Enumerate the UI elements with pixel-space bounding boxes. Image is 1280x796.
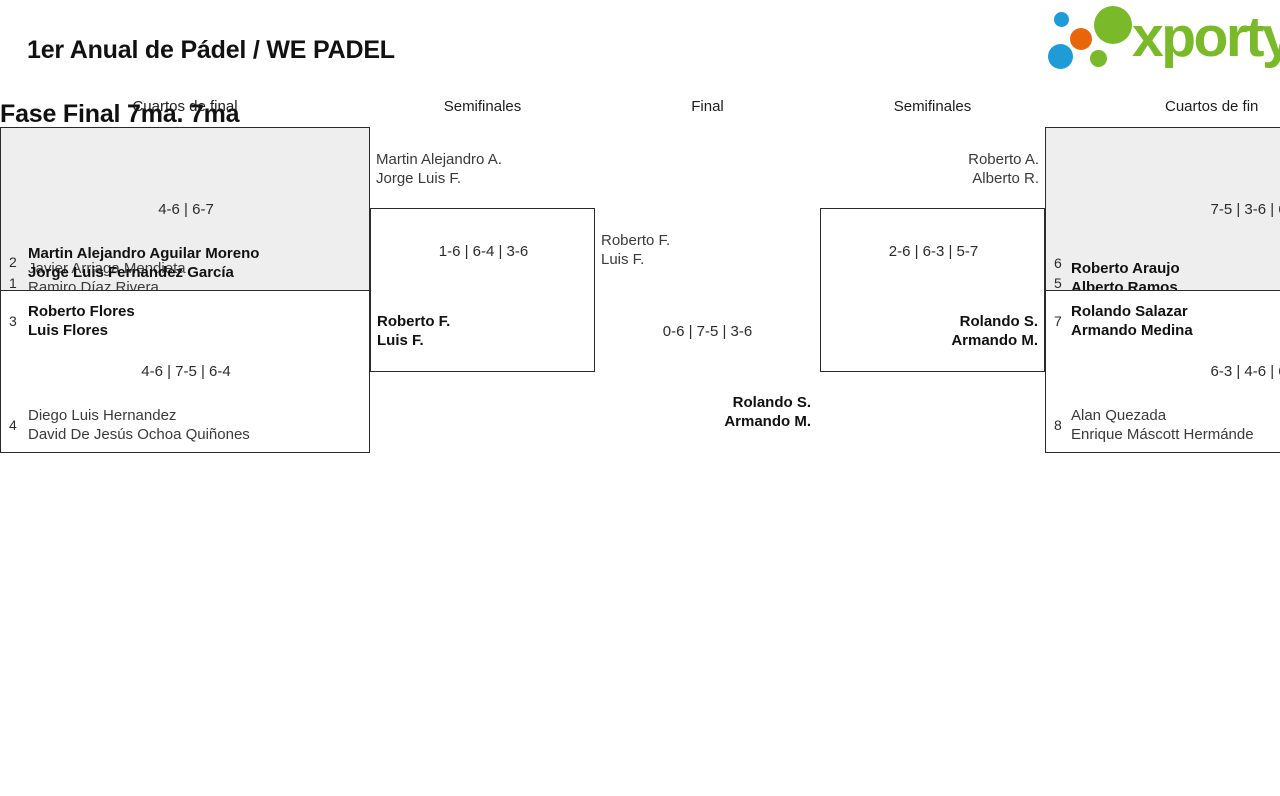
player-name-1: Roberto Flores [28,303,135,320]
player-name-1: Rolando S. [732,394,811,411]
match-score: 4-6 | 7-5 | 6-4 [141,363,231,380]
team-slot-bottom[interactable]: Rolando S. Armando M. [821,312,1038,350]
logo-wordmark: xporty [1132,5,1280,69]
team-slot-top[interactable]: Rolando Salazar Armando Medina [1071,302,1193,340]
player-name-2: Armando M. [951,332,1038,349]
player-name-1: Martin Alejandro A. [376,151,502,168]
logo-dot-orange-icon [1070,28,1092,50]
player-name-1: Roberto Araujo [1071,260,1180,277]
seed-number: 6 [1054,255,1062,271]
round-header-semifinals-right: Semifinales [893,98,972,115]
team-slot-top[interactable]: Roberto Flores Luis Flores [28,302,135,340]
seed-number: 4 [9,417,17,433]
player-name-1: Roberto A. [968,151,1039,168]
match-box-quarterfinal-2[interactable]: 3 Roberto Flores Luis Flores 4-6 | 7-5 |… [0,290,370,453]
logo-dot-green-large-icon [1094,6,1132,44]
logo-dot-green-small-icon [1090,50,1107,67]
player-name-2: Enrique Máscott Hermánde [1071,426,1254,443]
logo-dot-blue-top-icon [1054,12,1069,27]
match-score: 6-3 | 4-6 | 6-1 [1210,363,1280,380]
round-header-semifinals-left: Semifinales [443,98,522,115]
page-title: 1er Anual de Pádel / WE PADEL Fase Final… [0,2,395,194]
seed-number: 8 [1054,417,1062,433]
match-box-semifinal-right[interactable]: 2-6 | 6-3 | 5-7 Rolando S. Armando M. [820,208,1045,372]
team-slot-bottom[interactable]: Alan Quezada Enrique Máscott Hermánde [1071,406,1254,444]
match-score: 7-5 | 3-6 | 6-2 [1210,201,1280,218]
player-name-1: Roberto F. [601,232,671,249]
team-slot-bottom[interactable]: Martin Alejandro Aguilar Moreno Jorge Lu… [28,244,259,282]
round-header-final: Final [691,98,724,115]
seed-number: 3 [9,313,17,329]
page-header: 1er Anual de Pádel / WE PADEL Fase Final… [0,0,1280,128]
player-name-1: Diego Luis Hernandez [28,407,177,424]
player-name-1: Martin Alejandro Aguilar Moreno [28,245,260,262]
player-name-2: Jorge Luis Fernandez García [28,264,234,281]
round-header-quarterfinals-right: Cuartos de fin [1165,98,1259,115]
player-name-2: Armando Medina [1071,322,1193,339]
match-score: 4-6 | 6-7 [158,201,214,218]
seed-number: 5 [1054,275,1062,291]
seed-number: 2 [9,254,17,270]
xporty-logo[interactable]: xporty [1048,4,1280,70]
team-slot-bottom[interactable]: Diego Luis Hernandez David De Jesús Ocho… [28,406,250,444]
player-name-2: David De Jesús Ochoa Quiñones [28,426,250,443]
team-slot-champion[interactable]: Rolando S. Armando M. [611,393,811,431]
match-box-semifinal-left[interactable]: 1-6 | 6-4 | 3-6 Roberto F. Luis F. [370,208,595,372]
player-name-1: Roberto F. [377,313,451,330]
match-score: 2-6 | 6-3 | 5-7 [888,243,979,260]
player-name-2: Luis F. [377,332,424,349]
player-name-1: Rolando Salazar [1071,303,1188,320]
title-line-1: 1er Anual de Pádel / WE PADEL [26,36,395,64]
player-name-2: Armando M. [724,413,811,430]
team-slot-semifinal-left-top[interactable]: Martin Alejandro A. Jorge Luis F. [376,150,502,188]
round-header-quarterfinals-left: Cuartos de final [132,98,238,115]
match-box-quarterfinal-7[interactable]: 7 Rolando Salazar Armando Medina 6-3 | 4… [1045,290,1280,453]
seed-number: 7 [1054,313,1062,329]
seed-number: 1 [9,275,17,291]
player-name-1: Rolando S. [959,313,1038,330]
title-line-2: Fase Final 7ma. 7ma [0,100,240,128]
match-score: 1-6 | 6-4 | 3-6 [438,243,529,260]
match-box-quarterfinal-1[interactable]: 1 Javier Arriaga Mendieta Ramiro Díaz Ri… [0,127,370,296]
team-slot-bottom[interactable]: Roberto F. Luis F. [377,312,450,350]
team-slot-final-left[interactable]: Roberto F. Luis F. [601,231,670,269]
team-slot-semifinal-right-top[interactable]: Roberto A. Alberto R. [820,150,1039,188]
player-name-2: Alberto R. [972,170,1039,187]
player-name-1: Alan Quezada [1071,407,1167,424]
player-name-2: Luis F. [601,251,645,268]
match-box-quarterfinal-5[interactable]: 5 Roberto Araujo Alberto Ramos 7-5 | 3-6… [1045,127,1280,296]
player-name-2: Luis Flores [28,322,109,339]
player-name-1: Javier Arriaga Mendieta [28,260,186,277]
logo-dot-blue-bottom-icon [1048,44,1073,69]
player-name-2: Jorge Luis F. [376,170,462,187]
final-match-score: 0-6 | 7-5 | 3-6 [662,323,753,340]
